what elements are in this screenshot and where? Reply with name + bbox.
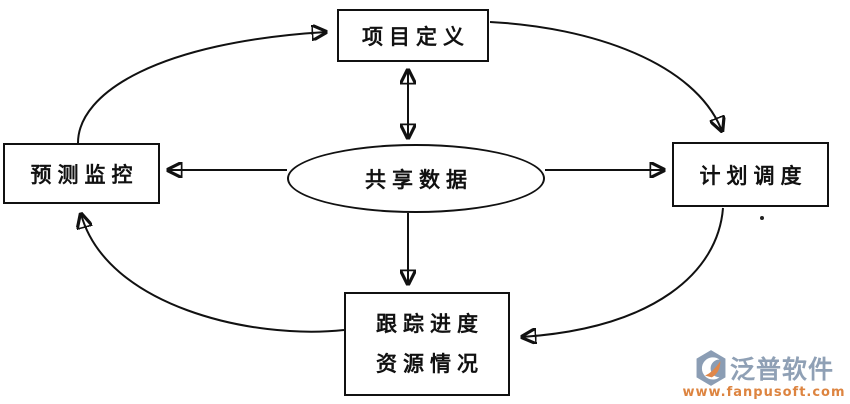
watermark-brand-row: 泛普软件 xyxy=(694,349,834,387)
node-shared-data-label: 共享数据 xyxy=(365,167,473,192)
edge-top-to-right-curve xyxy=(489,21,722,131)
node-plan-scheduling-label: 计划调度 xyxy=(699,163,808,188)
scan-speck xyxy=(760,216,764,220)
node-shared-data: 共享数据 xyxy=(287,144,545,213)
edge-bottom-to-left-curve xyxy=(81,214,345,333)
node-project-definition-label: 项目定义 xyxy=(362,24,470,49)
node-track-progress-line: 跟踪进度 xyxy=(376,312,484,336)
watermark-brand-name: 泛普软件 xyxy=(729,355,834,384)
edge-left-to-top-curve xyxy=(77,32,326,144)
watermark-url: www.fanpusoft.com xyxy=(682,385,846,400)
edge-right-to-bottom-curve xyxy=(522,207,724,337)
fanpu-logo-icon xyxy=(696,350,726,386)
node-track-progress-resources: 跟踪进度 资源情况 xyxy=(344,292,510,396)
node-resources-line: 资源情况 xyxy=(376,352,484,376)
node-forecast-monitoring: 预测监控 xyxy=(3,143,160,204)
fanpu-watermark: 泛普软件 www.fanpusoft.com xyxy=(682,349,846,400)
node-project-definition: 项目定义 xyxy=(337,9,489,62)
node-plan-scheduling: 计划调度 xyxy=(672,142,829,207)
node-forecast-monitoring-label: 预测监控 xyxy=(30,162,139,187)
